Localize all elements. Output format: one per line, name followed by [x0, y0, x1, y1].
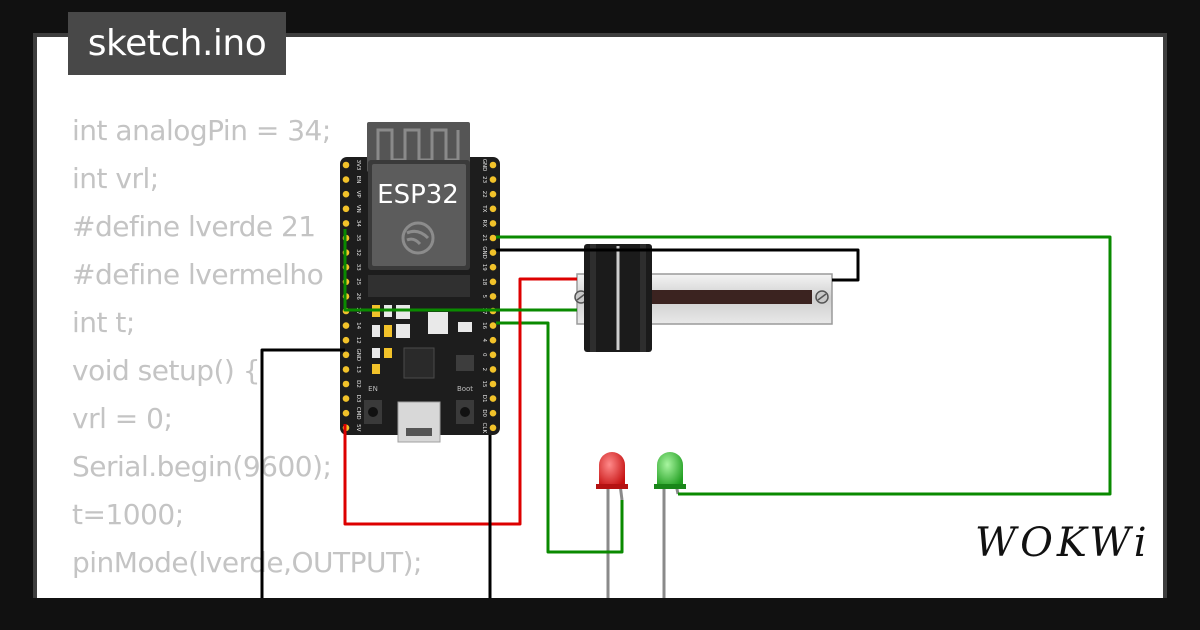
- pin[interactable]: [489, 351, 497, 359]
- boot-label: Boot: [457, 385, 473, 393]
- pin[interactable]: [489, 278, 497, 286]
- wire-gpio21-green-led[interactable]: [496, 235, 1112, 496]
- pin[interactable]: [489, 322, 497, 329]
- pin-label: 34: [355, 220, 361, 227]
- pin-label: 23: [481, 176, 487, 183]
- pin[interactable]: [342, 351, 350, 359]
- code-line: Serial.begin(9600);: [72, 450, 332, 483]
- file-tab-sketch[interactable]: sketch.ino: [68, 12, 286, 75]
- pin[interactable]: [489, 366, 497, 373]
- code-line: t=1000;: [72, 498, 184, 531]
- wire-5v-pot[interactable]: [343, 277, 577, 526]
- pin[interactable]: [489, 409, 497, 417]
- pin-label: D3: [355, 395, 361, 403]
- pin[interactable]: [342, 336, 350, 344]
- esp32-board[interactable]: ESP32: [340, 122, 500, 443]
- pin-label: 19: [481, 264, 487, 271]
- wires: [260, 229, 1112, 600]
- pin-label: CLK: [481, 423, 487, 434]
- pin-label: D1: [481, 395, 487, 403]
- pin-label: 5: [481, 295, 487, 299]
- pin-label: GND: [355, 348, 361, 361]
- code-line: #define lvermelho: [72, 258, 324, 291]
- pin[interactable]: [342, 366, 350, 373]
- wire-gnd-left[interactable]: [260, 348, 345, 600]
- pin[interactable]: [489, 263, 497, 271]
- pin-label: RX: [481, 220, 487, 228]
- pin-label: 18: [481, 278, 487, 285]
- pin-label: TX: [481, 204, 487, 212]
- pin[interactable]: [342, 409, 350, 417]
- code-line: vrl = 0;: [72, 402, 173, 435]
- pin[interactable]: [489, 395, 497, 402]
- pin-label: CMD: [355, 407, 361, 420]
- led-green[interactable]: [654, 452, 686, 600]
- pin[interactable]: [489, 161, 497, 169]
- pin-label: 21: [481, 235, 487, 242]
- code-line: int t;: [72, 306, 135, 339]
- code-line: pinMode(lvermelho,OUTPUT);: [72, 587, 473, 598]
- code-line: int vrl;: [72, 162, 159, 195]
- pin[interactable]: [342, 380, 350, 388]
- pin-label: 2: [481, 368, 487, 372]
- pin[interactable]: [489, 380, 497, 388]
- pin-label: 4: [481, 338, 487, 342]
- pin[interactable]: [342, 395, 350, 402]
- pin-label: D2: [355, 380, 361, 388]
- wire-gpio16-red-led[interactable]: [496, 321, 624, 554]
- pin[interactable]: [489, 190, 497, 198]
- pin-label: VN: [355, 205, 361, 213]
- pin-label: 32: [355, 249, 361, 256]
- pin[interactable]: [342, 176, 350, 183]
- pin-label: 33: [355, 264, 361, 271]
- code-preview: int analogPin = 34; int vrl; #define lverd…: [72, 107, 473, 598]
- pin-label: 0: [481, 353, 487, 357]
- code-line: int analogPin = 34;: [72, 114, 331, 147]
- pin-label: 14: [355, 322, 361, 329]
- pin[interactable]: [342, 205, 350, 213]
- pin-label: 22: [481, 191, 487, 198]
- espressif-icon: [401, 221, 435, 255]
- pin[interactable]: [342, 190, 350, 198]
- pin[interactable]: [489, 336, 497, 344]
- pin[interactable]: [342, 322, 350, 329]
- led-red[interactable]: [596, 452, 628, 600]
- pin[interactable]: [489, 424, 497, 432]
- project-canvas: int analogPin = 34; int vrl; #define lverd…: [33, 33, 1167, 598]
- slide-potentiometer[interactable]: [574, 244, 833, 352]
- pin[interactable]: [342, 161, 350, 169]
- code-line: void setup() {: [72, 354, 261, 387]
- pin[interactable]: [489, 176, 497, 183]
- pin-label: VP: [355, 191, 361, 199]
- pin-label: 15: [481, 381, 487, 388]
- pin-label: 13: [355, 366, 361, 373]
- pin-label: EN: [355, 176, 361, 184]
- wire-gpio34-pot-signal[interactable]: [343, 229, 577, 312]
- pin-label: GND: [481, 159, 487, 172]
- code-line: #define lverde 21: [72, 210, 316, 243]
- pin-label: GND: [481, 246, 487, 259]
- code-line: pinMode(lverde,OUTPUT);: [72, 546, 422, 579]
- pin-label: 25: [355, 278, 361, 285]
- pin-label: 3V3: [355, 160, 361, 171]
- pin-label: 5V: [355, 424, 361, 431]
- pin-label: 35: [355, 235, 361, 242]
- pin-label: 26: [355, 293, 361, 300]
- pin-label: 16: [481, 322, 487, 329]
- wire-gnd-pot[interactable]: [496, 248, 860, 282]
- pin[interactable]: [489, 220, 497, 227]
- pin[interactable]: [489, 293, 497, 300]
- pin[interactable]: [489, 249, 497, 256]
- pin-label: D0: [481, 409, 487, 417]
- en-label: EN: [368, 385, 378, 393]
- esp32-label: ESP32: [377, 180, 459, 210]
- pin-label: 12: [355, 337, 361, 344]
- pin[interactable]: [489, 205, 497, 213]
- pin[interactable]: [342, 220, 350, 227]
- wokwi-logo: WOKWi: [975, 520, 1151, 566]
- pin[interactable]: [489, 234, 497, 242]
